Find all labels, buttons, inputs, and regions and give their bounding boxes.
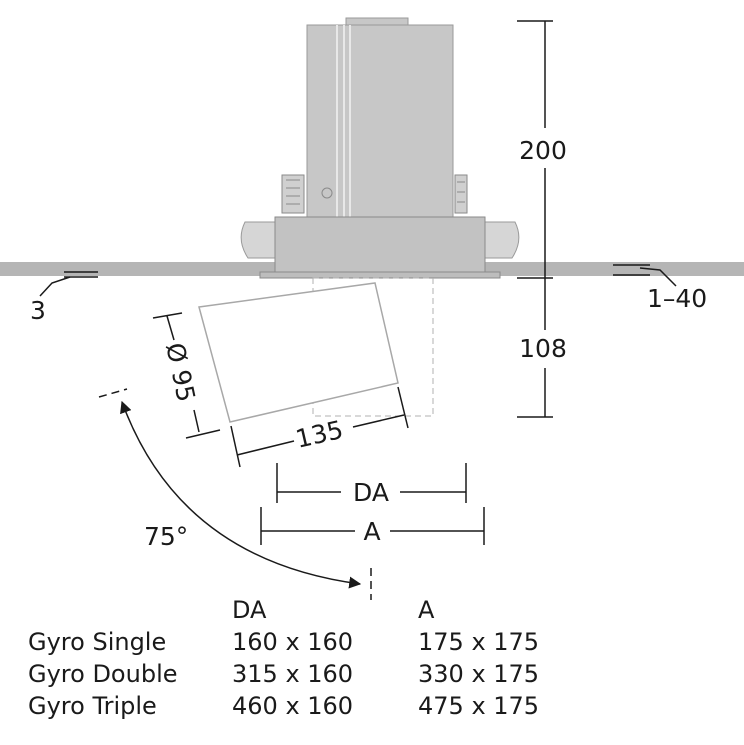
height-dimension [517,20,553,418]
table-row: Gyro Single 160 x 160 175 x 175 [0,626,744,658]
row-a: 330 x 175 [418,660,540,688]
height-upper-label: 200 [519,136,567,165]
size-table: DA A Gyro Single 160 x 160 175 x 175 Gyr… [0,594,744,724]
row-a: 475 x 175 [418,692,540,720]
module-outline-dashed [312,277,434,417]
tilt-angle-label: 75° [144,522,188,551]
row-da: 160 x 160 [232,628,354,656]
height-lower-label: 108 [519,334,567,363]
row-da: 315 x 160 [232,660,354,688]
row-a: 175 x 175 [418,628,540,656]
ceiling-leaders [39,264,677,297]
table-header-a: A [418,596,435,624]
table-header-da: DA [232,596,267,624]
diameter-label: Ø 95 [160,340,201,404]
tilt-indicator [98,388,372,600]
table-row: Gyro Double 315 x 160 330 x 175 [0,658,744,690]
table-row: Gyro Triple 460 x 160 475 x 175 [0,690,744,722]
tilted-head [198,282,399,423]
ceiling-right-label: 1–40 [647,284,707,313]
row-name: Gyro Double [28,660,178,688]
row-name: Gyro Triple [28,692,157,720]
ceiling-left-label: 3 [30,296,46,325]
da-label: DA [353,478,389,507]
luminaire-housing [240,17,520,279]
depth-label: 135 [293,415,346,454]
row-name: Gyro Single [28,628,167,656]
row-da: 460 x 160 [232,692,354,720]
a-label: A [363,517,380,546]
technical-drawing: 200 108 3 1–40 Ø 95 135 DA [0,17,744,600]
